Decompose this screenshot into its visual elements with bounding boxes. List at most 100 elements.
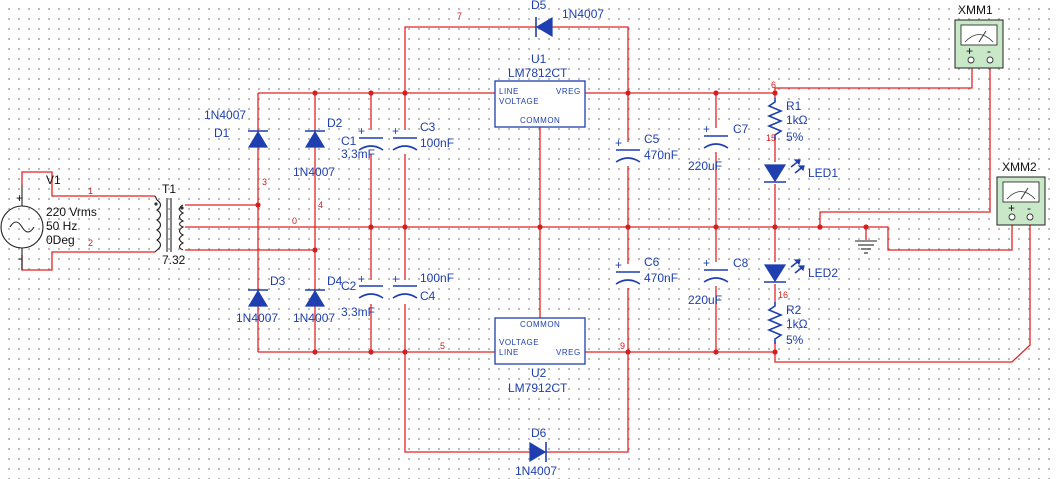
- junction: [312, 247, 318, 253]
- wire-d5-loop: [404, 26, 629, 93]
- diode-d5-value: 1N4007: [562, 7, 604, 21]
- net-label-1: 1: [88, 186, 93, 196]
- regulator-u1[interactable]: LINE VOLTAGE VREG COMMON: [494, 80, 586, 128]
- net-label-2: 2: [88, 238, 93, 248]
- diode-d3-value: 1N4007: [236, 311, 278, 325]
- capacitor-c4-value: 100nF: [420, 271, 454, 285]
- regulator-u2[interactable]: COMMON VOLTAGE LINE VREG: [494, 317, 586, 365]
- wire-top-rail-out: [585, 66, 973, 94]
- junction: [312, 90, 318, 96]
- junction: [402, 90, 408, 96]
- capacitor-c7-value: 220uF: [688, 159, 722, 173]
- u1-designator: U1: [531, 52, 547, 66]
- capacitor-c5-value: 470nF: [644, 148, 678, 162]
- capacitor-c4-designator: C4: [420, 289, 436, 303]
- xmm2-designator: XMM2: [1002, 160, 1037, 174]
- multimeter-xmm1[interactable]: + -: [954, 19, 1004, 69]
- svg-text:+: +: [358, 272, 365, 286]
- xmm1-designator: XMM1: [958, 3, 993, 17]
- capacitor-c3[interactable]: +: [391, 124, 421, 154]
- u2-pin-voltage: VOLTAGE: [499, 338, 539, 347]
- xmm2-plus-sign: +: [1008, 201, 1015, 215]
- capacitor-c7[interactable]: +: [701, 122, 731, 152]
- junction: [772, 90, 778, 96]
- ac-source-v1[interactable]: + -: [0, 185, 44, 270]
- resistor-r2[interactable]: [766, 302, 784, 344]
- diode-d6[interactable]: [529, 441, 547, 463]
- led-led1[interactable]: [763, 159, 805, 184]
- diode-d2-designator: D2: [327, 116, 343, 130]
- junction: [772, 224, 778, 230]
- u2-pin-vreg: VREG: [556, 348, 581, 357]
- wire-xmm2-minus: [774, 225, 1031, 363]
- junction: [625, 349, 631, 355]
- diode-d5[interactable]: [535, 16, 553, 38]
- capacitor-c2-value: 3.3mF: [341, 305, 375, 319]
- capacitor-c1[interactable]: +: [355, 124, 387, 154]
- led-led2[interactable]: [763, 259, 805, 284]
- junction: [772, 349, 778, 355]
- capacitor-c5[interactable]: +: [613, 136, 643, 166]
- diode-d2[interactable]: [304, 130, 326, 148]
- wire-xmm1-minus: [819, 66, 991, 227]
- transformer-designator: T1: [162, 182, 176, 196]
- net-label-4: 4: [318, 200, 323, 210]
- capacitor-c3-designator: C3: [420, 120, 436, 134]
- diode-d5-designator: D5: [531, 0, 547, 12]
- u2-designator: U2: [531, 366, 547, 380]
- net-label-7: 7: [457, 11, 462, 21]
- led-led1-designator: LED1: [808, 166, 838, 180]
- junction: [368, 90, 374, 96]
- resistor-r1-designator: R1: [786, 99, 802, 113]
- source-voltage: 220 Vrms: [46, 205, 97, 219]
- junction: [537, 224, 543, 230]
- transformer-ratio: 7.32: [162, 253, 186, 267]
- diode-d4[interactable]: [304, 289, 326, 307]
- diode-d1-value: 1N4007: [204, 108, 246, 122]
- svg-text:+: +: [703, 122, 710, 136]
- transformer-t1[interactable]: [154, 195, 185, 253]
- source-phase: 0Deg: [46, 233, 75, 247]
- diode-d4-value: 1N4007: [293, 311, 335, 325]
- capacitor-c4[interactable]: +: [391, 272, 421, 304]
- net-label-15: 15: [766, 133, 776, 143]
- resistor-r2-value: 1kΩ: [786, 317, 808, 331]
- multimeter-xmm2[interactable]: + -: [996, 176, 1046, 226]
- capacitor-c5-designator: C5: [644, 132, 660, 146]
- junction: [713, 224, 719, 230]
- u1-pin-voltage: VOLTAGE: [499, 97, 539, 106]
- capacitor-c6[interactable]: +: [613, 258, 643, 288]
- resistor-r1[interactable]: [766, 98, 784, 140]
- capacitor-c6-value: 470nF: [644, 271, 678, 285]
- diode-d1[interactable]: [247, 130, 269, 148]
- diode-d3-designator: D3: [270, 274, 286, 288]
- svg-text:+: +: [703, 256, 710, 270]
- capacitor-c8[interactable]: +: [701, 256, 731, 286]
- svg-text:+: +: [392, 272, 399, 286]
- junction: [863, 224, 869, 230]
- net-label-0: 0: [292, 216, 297, 226]
- u1-value: LM7812CT: [508, 66, 568, 80]
- diode-d3[interactable]: [247, 289, 269, 307]
- u2-pin-line: LINE: [499, 348, 519, 357]
- wire-d6-loop: [404, 352, 629, 453]
- capacitor-c8-designator: C8: [733, 256, 749, 270]
- wire-xmm2-plus: [866, 225, 1013, 251]
- junction: [255, 202, 261, 208]
- junction: [817, 224, 823, 230]
- capacitor-c6-designator: C6: [644, 255, 660, 269]
- junction: [402, 349, 408, 355]
- resistor-r1-value: 1kΩ: [786, 113, 808, 127]
- ground-symbol: [855, 240, 877, 254]
- junction: [402, 224, 408, 230]
- junction: [312, 349, 318, 355]
- net-label-6: 6: [771, 80, 776, 90]
- u1-pin-vreg: VREG: [556, 87, 581, 96]
- capacitor-c2[interactable]: +: [355, 272, 387, 304]
- capacitor-c1-designator: C1: [341, 134, 357, 148]
- source-frequency: 50 Hz: [46, 219, 77, 233]
- diode-d4-designator: D4: [327, 274, 343, 288]
- diode-d6-value: 1N4007: [515, 464, 557, 478]
